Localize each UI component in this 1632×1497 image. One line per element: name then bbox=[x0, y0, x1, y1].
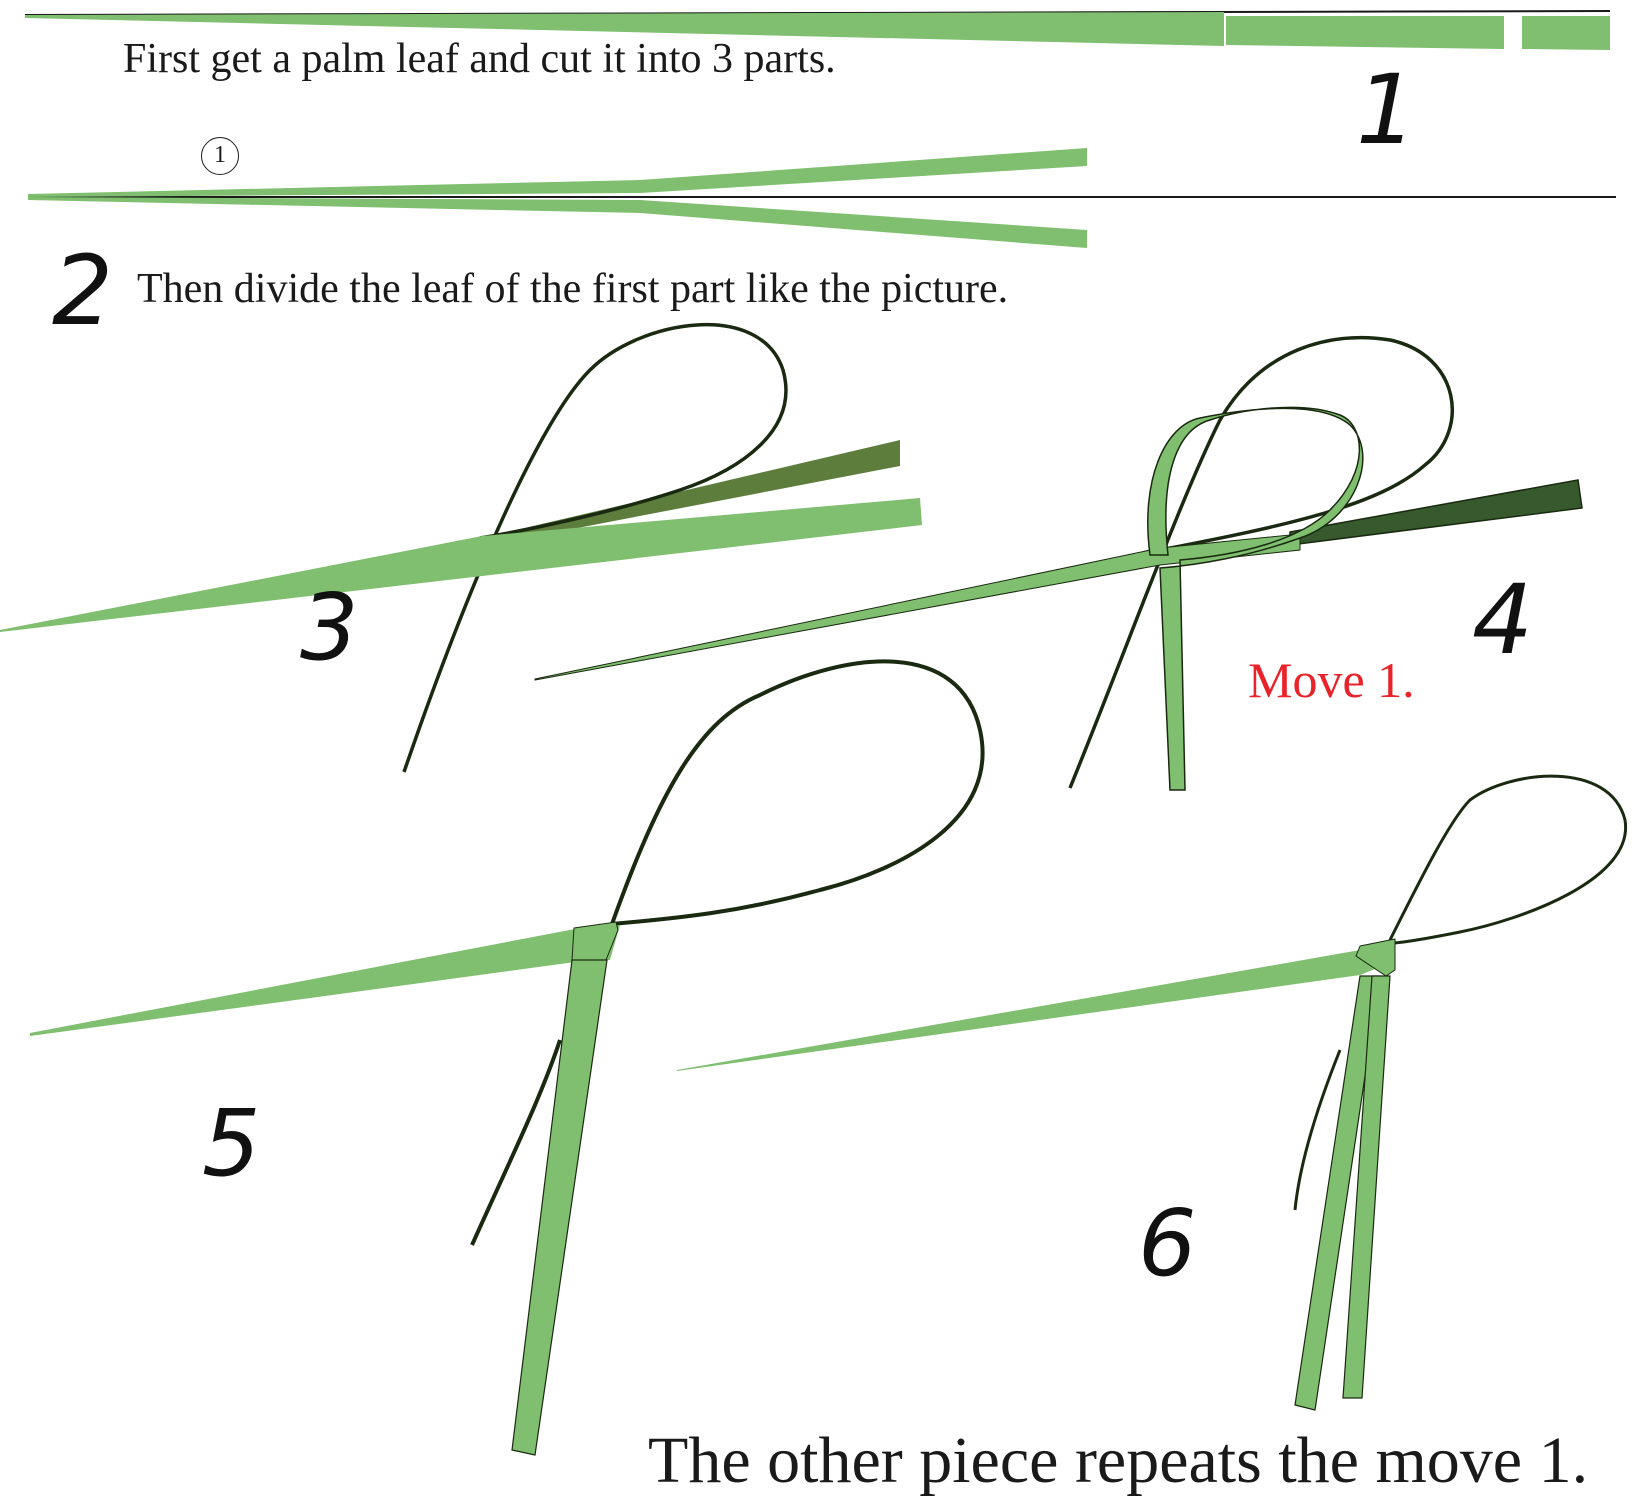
leaf-part-2 bbox=[1226, 16, 1504, 49]
part-one-marker: 1 bbox=[201, 137, 239, 175]
leaf-part-3 bbox=[1522, 16, 1610, 50]
step4-green-band bbox=[1148, 407, 1363, 790]
step-number-4: 4 bbox=[1472, 572, 1533, 668]
move-label: Move 1. bbox=[1248, 655, 1415, 705]
step-number-6: 6 bbox=[1138, 1198, 1197, 1290]
step3-main-leaf bbox=[0, 498, 922, 632]
step-number-3: 3 bbox=[300, 582, 359, 674]
final-caption: The other piece repeats the move 1. bbox=[648, 1428, 1588, 1494]
step1-caption: First get a palm leaf and cut it into 3 … bbox=[123, 38, 836, 80]
step2-caption: Then divide the leaf of the first part l… bbox=[137, 268, 1008, 310]
split-lower-strip bbox=[28, 197, 1087, 248]
step3-figure bbox=[0, 325, 922, 772]
step4-figure bbox=[535, 338, 1582, 790]
step6-figure bbox=[677, 776, 1626, 1410]
step6-main-leaf bbox=[677, 950, 1385, 1071]
step5-main-leaf bbox=[30, 925, 620, 1036]
palm-leaf-instructions-diagram bbox=[0, 0, 1632, 1459]
step5-figure bbox=[30, 661, 983, 1455]
step-number-1: 1 bbox=[1356, 62, 1417, 158]
split-upper-strip bbox=[28, 148, 1087, 197]
step-number-2: 2 bbox=[52, 243, 113, 339]
step-number-5: 5 bbox=[202, 1098, 261, 1190]
step5-hanging-strip bbox=[512, 960, 607, 1455]
